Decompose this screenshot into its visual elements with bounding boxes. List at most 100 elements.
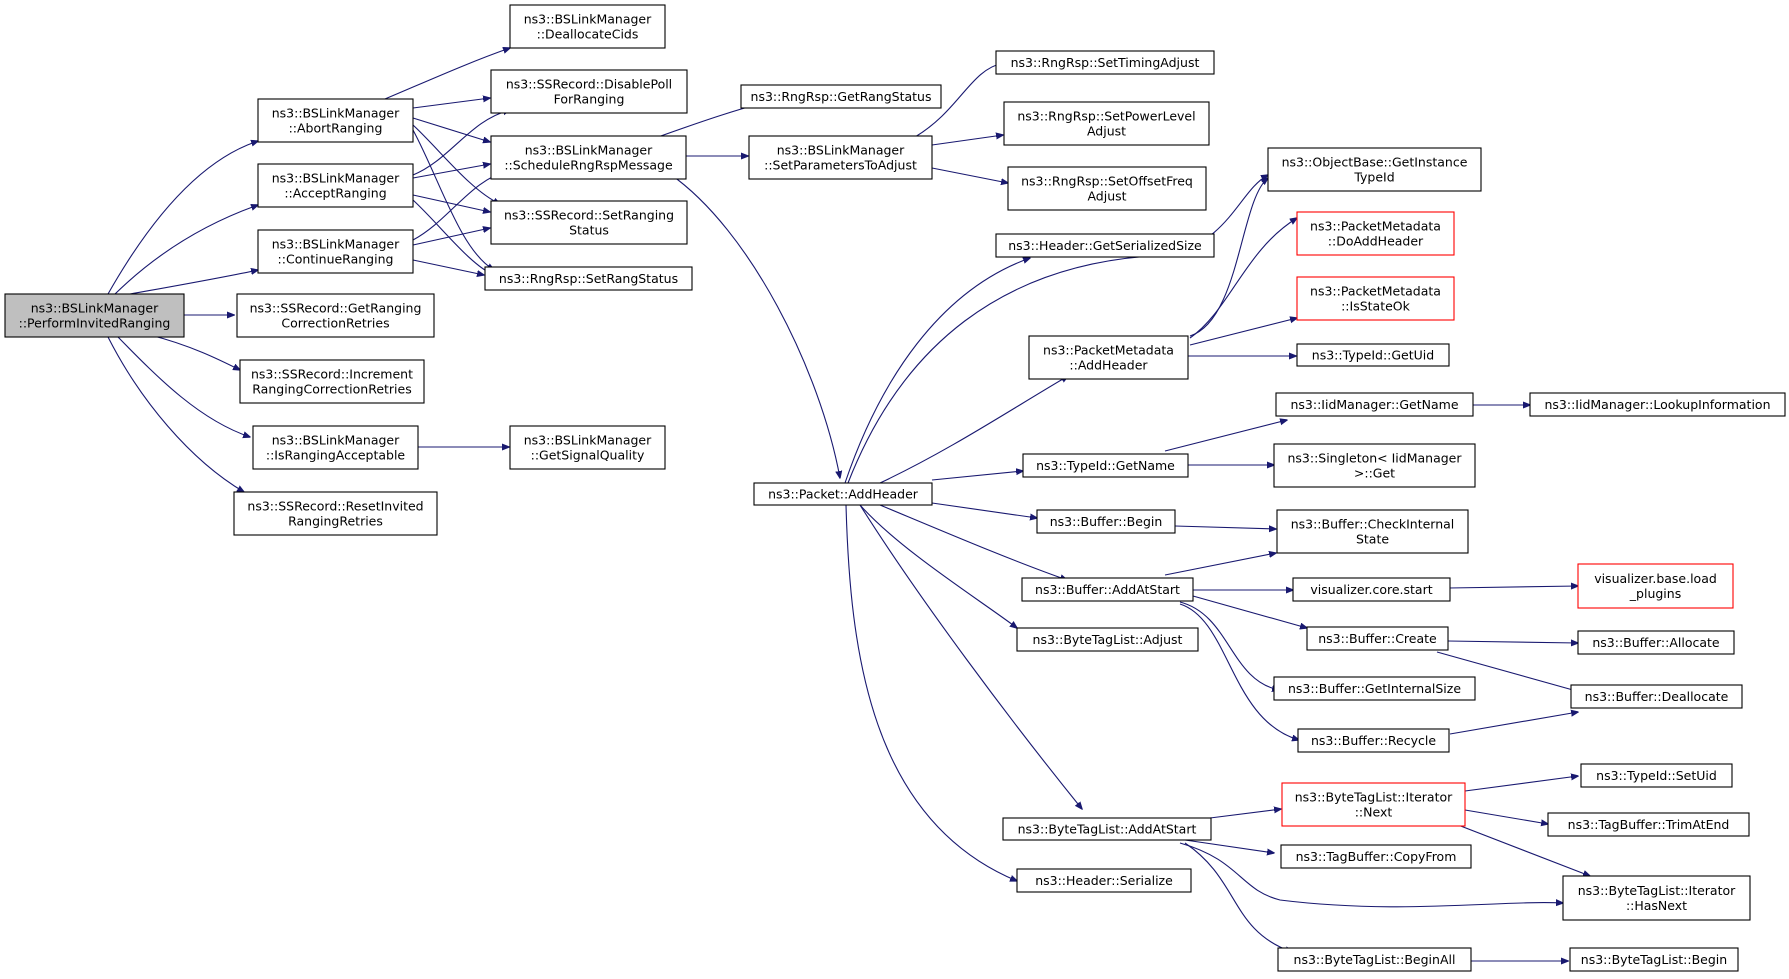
graph-node[interactable]: ns3::BSLinkManager::SetParametersToAdjus… bbox=[748, 135, 933, 180]
graph-node[interactable]: ns3::SSRecord::IncrementRangingCorrectio… bbox=[239, 359, 425, 404]
edge bbox=[1447, 641, 1578, 643]
node-label: ns3::Buffer::Deallocate bbox=[1585, 689, 1729, 704]
node-label: _plugins bbox=[1629, 586, 1681, 601]
graph-node[interactable]: ns3::TagBuffer::CopyFrom bbox=[1280, 844, 1472, 869]
graph-node[interactable]: ns3::BSLinkManager::DeallocateCids bbox=[509, 4, 666, 49]
graph-node[interactable]: ns3::PacketMetadata::AddHeader bbox=[1028, 335, 1189, 380]
graph-node[interactable]: ns3::Header::Serialize bbox=[1016, 868, 1192, 893]
node-label: ns3::ByteTagList::AddAtStart bbox=[1018, 822, 1197, 837]
node-label: Adjust bbox=[1087, 124, 1126, 139]
node-label: ns3::Header::Serialize bbox=[1035, 873, 1173, 888]
node-box bbox=[490, 200, 688, 245]
graph-node[interactable]: ns3::SSRecord::GetRangingCorrectionRetri… bbox=[236, 293, 435, 338]
node-label: visualizer.core.start bbox=[1310, 582, 1432, 597]
graph-node[interactable]: ns3::Buffer::Recycle bbox=[1297, 728, 1450, 753]
graph-node[interactable]: ns3::BSLinkManager::AbortRanging bbox=[257, 98, 414, 143]
graph-node[interactable]: ns3::Buffer::AddAtStart bbox=[1021, 577, 1194, 602]
graph-node[interactable]: ns3::Buffer::Create bbox=[1306, 626, 1449, 651]
node-box bbox=[252, 425, 419, 470]
graph-node[interactable]: ns3::TypeId::SetUid bbox=[1580, 763, 1733, 788]
node-label: >::Get bbox=[1354, 466, 1395, 481]
edge bbox=[412, 124, 500, 204]
node-label: ::HasNext bbox=[1626, 898, 1687, 913]
edge bbox=[412, 98, 490, 109]
graph-node[interactable]: ns3::RngRsp::GetRangStatus bbox=[740, 84, 942, 109]
graph-node[interactable]: ns3::Packet::AddHeader bbox=[753, 482, 933, 506]
node-label: ::ScheduleRngRspMessage bbox=[504, 158, 673, 173]
node-label: ns3::RngRsp::GetRangStatus bbox=[751, 89, 932, 104]
graph-node[interactable]: ns3::BSLinkManager::IsRangingAcceptable bbox=[252, 425, 419, 470]
graph-node[interactable]: ns3::BSLinkManager::GetSignalQuality bbox=[509, 425, 666, 470]
graph-node[interactable]: ns3::ByteTagList::Begin bbox=[1569, 947, 1739, 972]
graph-node[interactable]: ns3::RngRsp::SetTimingAdjust bbox=[995, 50, 1215, 75]
graph-node[interactable]: ns3::Singleton< IidManager>::Get bbox=[1273, 443, 1476, 488]
graph-node[interactable]: ns3::ByteTagList::Iterator::Next bbox=[1281, 782, 1466, 827]
graph-node[interactable]: ns3::Buffer::GetInternalSize bbox=[1273, 676, 1476, 701]
node-label: ::ContinueRanging bbox=[278, 252, 394, 267]
edge bbox=[859, 504, 1082, 809]
graph-node[interactable]: ns3::TypeId::GetName bbox=[1022, 453, 1189, 478]
node-box bbox=[1280, 844, 1472, 869]
edge bbox=[1164, 553, 1276, 576]
edge bbox=[412, 199, 494, 275]
node-label: Status bbox=[569, 223, 609, 238]
node-box bbox=[1296, 276, 1455, 321]
graph-node[interactable]: ns3::SSRecord::ResetInvitedRangingRetrie… bbox=[233, 491, 438, 536]
node-box bbox=[1267, 147, 1482, 192]
edge bbox=[107, 141, 258, 295]
edge bbox=[117, 336, 250, 437]
node-label: ns3::SSRecord::ResetInvited bbox=[247, 499, 423, 514]
edge bbox=[1448, 586, 1578, 588]
node-box bbox=[4, 293, 185, 338]
graph-node[interactable]: ns3::Buffer::Begin bbox=[1036, 509, 1176, 534]
graph-node[interactable]: ns3::TypeId::GetUid bbox=[1296, 343, 1450, 367]
node-label: ns3::TagBuffer::TrimAtEnd bbox=[1568, 817, 1730, 832]
graph-node[interactable]: ns3::ByteTagList::Iterator::HasNext bbox=[1562, 875, 1751, 921]
graph-node[interactable]: ns3::TagBuffer::TrimAtEnd bbox=[1547, 812, 1750, 837]
graph-node[interactable]: ns3::RngRsp::SetRangStatus bbox=[484, 266, 693, 291]
node-label: ns3::BSLinkManager bbox=[524, 433, 652, 448]
edge bbox=[1164, 420, 1287, 452]
graph-node[interactable]: ns3::Header::GetSerializedSize bbox=[995, 233, 1215, 258]
graph-node[interactable]: ns3::IidManager::GetName bbox=[1275, 392, 1474, 417]
node-box bbox=[484, 266, 693, 291]
edge bbox=[914, 63, 1003, 138]
node-label: RangingRetries bbox=[288, 514, 383, 529]
node-box bbox=[1016, 868, 1192, 893]
edge bbox=[129, 270, 258, 295]
graph-node[interactable]: ns3::PacketMetadata::DoAddHeader bbox=[1296, 211, 1455, 256]
node-box bbox=[257, 98, 414, 143]
node-box bbox=[740, 84, 942, 109]
node-label: CorrectionRetries bbox=[281, 316, 389, 331]
graph-node[interactable]: ns3::Buffer::Deallocate bbox=[1570, 684, 1743, 709]
edge bbox=[149, 334, 240, 370]
graph-node[interactable]: ns3::BSLinkManager::AcceptRanging bbox=[257, 163, 414, 208]
node-box bbox=[995, 50, 1215, 75]
graph-node[interactable]: ns3::PacketMetadata::IsStateOk bbox=[1296, 276, 1455, 321]
graph-node[interactable]: ns3::Buffer::Allocate bbox=[1577, 630, 1735, 655]
node-label: ns3::SSRecord::GetRanging bbox=[250, 301, 422, 316]
graph-node[interactable]: visualizer.core.start bbox=[1292, 577, 1451, 602]
graph-node[interactable]: ns3::ByteTagList::AddAtStart bbox=[1002, 817, 1212, 841]
graph-node[interactable]: ns3::BSLinkManager::PerformInvitedRangin… bbox=[4, 293, 185, 338]
graph-node[interactable]: ns3::BSLinkManager::ScheduleRngRspMessag… bbox=[490, 135, 687, 180]
graph-node[interactable]: ns3::IidManager::LookupInformation bbox=[1529, 392, 1786, 417]
graph-node[interactable]: ns3::ByteTagList::Adjust bbox=[1016, 627, 1199, 652]
graph-node[interactable]: visualizer.base.load_plugins bbox=[1577, 563, 1734, 609]
node-box bbox=[1022, 453, 1189, 478]
edge bbox=[412, 129, 494, 270]
edge bbox=[1439, 817, 1590, 876]
graph-node[interactable]: ns3::ByteTagList::BeginAll bbox=[1277, 947, 1472, 972]
node-label: ns3::TagBuffer::CopyFrom bbox=[1296, 849, 1457, 864]
node-box bbox=[1273, 676, 1476, 701]
node-box bbox=[1003, 101, 1210, 146]
graph-node[interactable]: ns3::BSLinkManager::ContinueRanging bbox=[257, 229, 414, 274]
node-label: ns3::IidManager::LookupInformation bbox=[1544, 397, 1770, 412]
